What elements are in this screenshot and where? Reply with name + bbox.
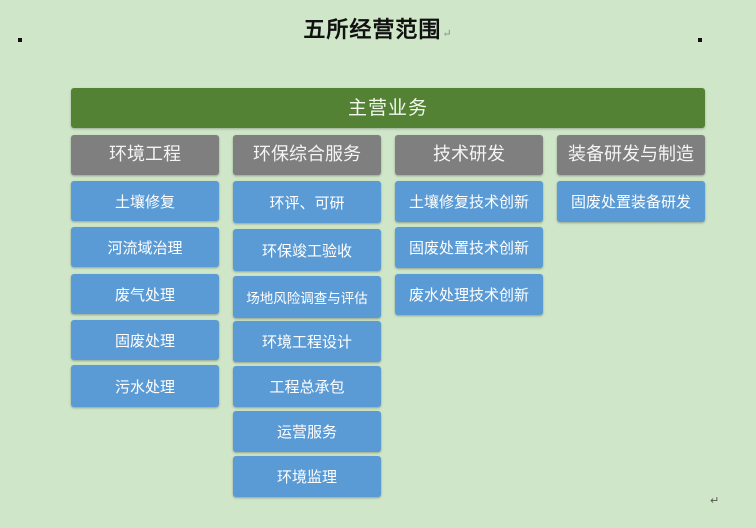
paragraph-mark-icon: ↵	[442, 27, 453, 40]
column-environmental-services: 环保综合服务 环评、可研 环保竣工验收 场地风险调查与评估 环境工程设计 工程总…	[233, 135, 381, 497]
list-item: 工程总承包	[233, 366, 381, 407]
root-node-main-business: 主营业务	[71, 88, 705, 128]
column-rnd: 技术研发 土壤修复技术创新 固废处置技术创新 废水处理技术创新	[395, 135, 543, 315]
column-environmental-engineering: 环境工程 土壤修复 河流域治理 废气处理 固废处理 污水处理	[71, 135, 219, 407]
corner-crop-mark-right	[698, 38, 702, 42]
corner-crop-mark-left	[18, 38, 22, 42]
paragraph-mark-icon: ↵	[710, 494, 720, 507]
column-equipment-manufacturing: 装备研发与制造 固废处置装备研发	[557, 135, 705, 222]
list-item: 土壤修复技术创新	[395, 181, 543, 222]
list-item: 环境监理	[233, 456, 381, 497]
list-item: 固废处理	[71, 320, 219, 360]
list-item: 废气处理	[71, 274, 219, 314]
list-item: 场地风险调查与评估	[233, 276, 381, 318]
list-item: 固废处置技术创新	[395, 227, 543, 268]
list-item: 环保竣工验收	[233, 229, 381, 271]
list-item: 河流域治理	[71, 227, 219, 267]
column-header: 环境工程	[71, 135, 219, 175]
column-header: 装备研发与制造	[557, 135, 705, 175]
list-item: 固废处置装备研发	[557, 181, 705, 222]
list-item: 污水处理	[71, 365, 219, 407]
list-item: 废水处理技术创新	[395, 274, 543, 315]
list-item: 土壤修复	[71, 181, 219, 221]
list-item: 环评、可研	[233, 181, 381, 223]
list-item: 环境工程设计	[233, 321, 381, 362]
column-header: 环保综合服务	[233, 135, 381, 175]
document-title: 五所经营范围↵	[0, 12, 756, 44]
list-item: 运营服务	[233, 411, 381, 452]
column-header: 技术研发	[395, 135, 543, 175]
document-title-text: 五所经营范围	[303, 17, 442, 43]
